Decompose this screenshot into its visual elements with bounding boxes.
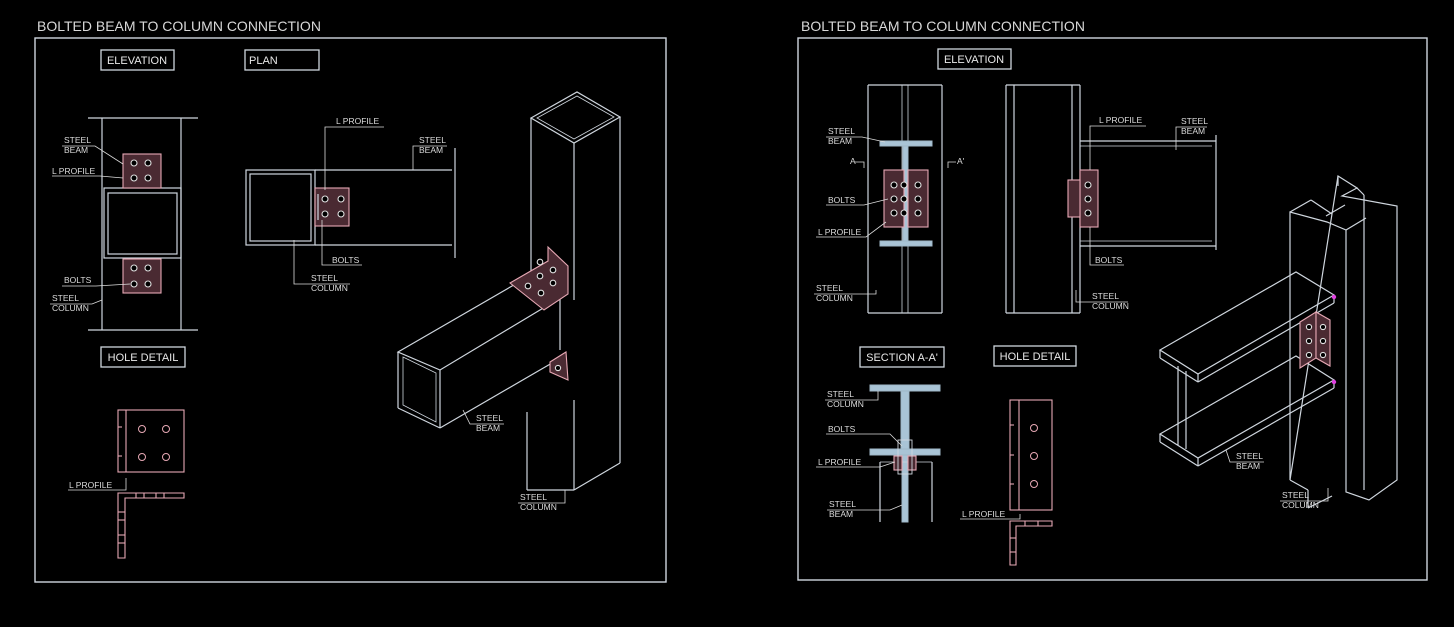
- drawing-label: BOLTS: [332, 255, 360, 265]
- sheet-left-border: [34, 37, 667, 583]
- drawing-label: BOLTS: [64, 275, 92, 285]
- drawing-label: COLUMN: [311, 283, 348, 293]
- drawing-label: SECTION A-A': [866, 352, 938, 364]
- drawing-label: BEAM: [1181, 126, 1205, 136]
- drawing-label: A': [957, 156, 965, 166]
- drawing-label: STEEL: [816, 283, 843, 293]
- drawing-label: STEEL: [476, 413, 503, 423]
- drawing-label: STEEL: [1282, 490, 1309, 500]
- drawing-label: HOLE DETAIL: [1000, 351, 1071, 363]
- drawing-label: STEEL: [52, 293, 79, 303]
- drawing-label: L PROFILE: [818, 457, 861, 467]
- drawing-label: STEEL: [828, 126, 855, 136]
- drawing-label: BOLTS: [828, 424, 856, 434]
- drawing-label: L PROFILE: [52, 166, 95, 176]
- bolt-group-top: [130, 159, 152, 182]
- drawing-label: PLAN: [249, 55, 278, 67]
- drawing-label: STEEL: [1236, 451, 1263, 461]
- drawing-label: BEAM: [419, 145, 443, 155]
- drawing-label: L PROFILE: [818, 227, 861, 237]
- sheet-left-title: BOLTED BEAM TO COLUMN CONNECTION: [37, 18, 321, 34]
- drawing-label: ELEVATION: [944, 54, 1004, 66]
- weld-marker-bottom: [1331, 379, 1337, 385]
- drawing-label: STEEL: [1092, 291, 1119, 301]
- drawing-label: HOLE DETAIL: [108, 352, 179, 364]
- sheet-left: BOLTED BEAM TO COLUMN CONNECTION ELEVATI…: [34, 18, 667, 583]
- drawing-label: L PROFILE: [962, 509, 1005, 519]
- drawing-label: COLUMN: [520, 502, 557, 512]
- drawing-label: COLUMN: [1282, 500, 1319, 510]
- view-tag-section: SECTION A-A': [859, 346, 945, 368]
- right-hole-detail: L PROFILE: [960, 399, 1053, 566]
- right-isometric-view: STEEL BEAM STEEL COLUMN: [1158, 175, 1398, 510]
- bolt-group-bottom: [130, 264, 152, 288]
- view-tag-elevation: ELEVATION: [100, 49, 175, 71]
- drawing-label: BEAM: [476, 423, 500, 433]
- view-tag-elevation-right: ELEVATION: [937, 48, 1012, 70]
- weld-marker-top: [1331, 294, 1337, 300]
- right-elevation-front: A A' STEEL BEAM BOLTS L PROFILE STEEL CO…: [814, 84, 965, 314]
- right-section-view: STEEL COLUMN BOLTS L PROFILE STEEL BEAM: [816, 384, 941, 523]
- drawing-label: L PROFILE: [1099, 115, 1142, 125]
- drawing-label: L PROFILE: [336, 116, 379, 126]
- drawing-label: STEEL: [64, 135, 91, 145]
- sheet-right-title: BOLTED BEAM TO COLUMN CONNECTION: [801, 18, 1085, 34]
- drawing-label: BEAM: [828, 136, 852, 146]
- drawing-label: STEEL: [520, 492, 547, 502]
- left-isometric-view: STEEL BEAM STEEL COLUMN: [396, 91, 622, 512]
- drawing-label: BOLTS: [1095, 255, 1123, 265]
- drawing-label: COLUMN: [827, 399, 864, 409]
- drawing-label: BEAM: [64, 145, 88, 155]
- drawing-label: STEEL: [827, 389, 854, 399]
- drawing-label: L PROFILE: [69, 480, 112, 490]
- view-tag-hole-detail-right: HOLE DETAIL: [993, 345, 1077, 367]
- sheet-right: BOLTED BEAM TO COLUMN CONNECTION ELEVATI…: [797, 18, 1428, 581]
- drawing-label: BEAM: [829, 509, 853, 519]
- left-elevation-view: STEEL BEAM L PROFILE BOLTS STEEL COLUMN: [50, 117, 198, 331]
- left-hole-detail: L PROFILE: [68, 409, 185, 559]
- drawing-label: ELEVATION: [107, 55, 167, 67]
- sheet-right-border: [797, 37, 1428, 581]
- drawing-label: COLUMN: [52, 303, 89, 313]
- drawing-label: STEEL: [419, 135, 446, 145]
- drawing-label: STEEL: [829, 499, 856, 509]
- drawing-label: A: [850, 156, 856, 166]
- left-plan-view: L PROFILE STEEL BEAM BOLTS STEEL COLUMN: [245, 116, 456, 293]
- drawing-label: BOLTS: [828, 195, 856, 205]
- view-tag-hole-detail: HOLE DETAIL: [100, 346, 186, 368]
- view-tag-plan: PLAN: [244, 49, 320, 71]
- drawing-label: STEEL: [311, 273, 338, 283]
- drawing-label: COLUMN: [816, 293, 853, 303]
- drawing-label: BEAM: [1236, 461, 1260, 471]
- right-elevation-side: L PROFILE STEEL BEAM BOLTS STEEL COLUMN: [1005, 84, 1217, 314]
- drawing-label: STEEL: [1181, 116, 1208, 126]
- drawing-label: COLUMN: [1092, 301, 1129, 311]
